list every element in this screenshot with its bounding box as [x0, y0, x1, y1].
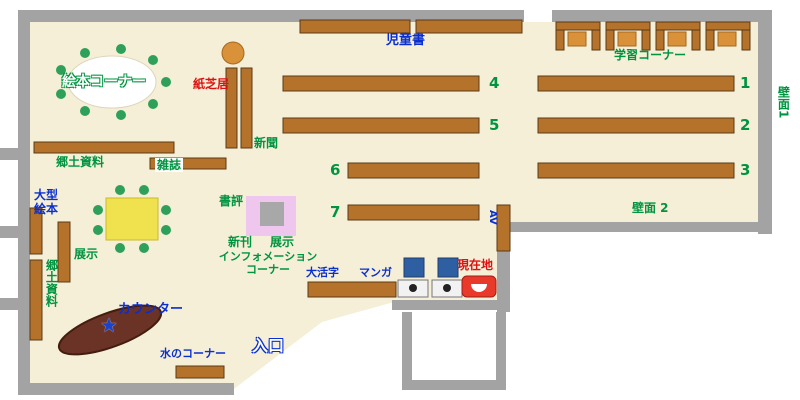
exhibit-shelf — [57, 221, 71, 283]
children-books-shelf — [299, 19, 411, 34]
stool-icon — [56, 89, 66, 99]
chair-icon — [161, 225, 171, 235]
newspaper-shelf — [225, 67, 238, 149]
picture-book-corner-table — [56, 44, 171, 120]
shelf-3 — [537, 162, 735, 179]
kamishibai-table — [221, 41, 245, 65]
reading-table — [93, 185, 171, 253]
carrel-seat — [717, 31, 737, 47]
newspaper-shelf — [240, 67, 253, 149]
chair-icon — [93, 225, 103, 235]
chair-icon — [139, 243, 149, 253]
shelf-5 — [282, 117, 480, 134]
water-corner-shelf — [175, 365, 225, 379]
stool-icon — [161, 77, 171, 87]
stool-icon — [148, 99, 158, 109]
walls — [0, 10, 772, 395]
current-location-marker — [461, 275, 497, 298]
stool-icon — [116, 44, 126, 54]
chair-icon — [139, 185, 149, 195]
chair-icon — [161, 205, 171, 215]
magazines-shelf — [149, 157, 227, 170]
large-picture-books-shelf — [29, 207, 43, 255]
children-books-shelf — [415, 19, 523, 34]
local-materials-shelf — [33, 141, 175, 154]
chair-icon — [93, 205, 103, 215]
opac-screen — [403, 257, 425, 278]
shelf-1 — [537, 75, 735, 92]
service-counter — [57, 304, 163, 356]
chair-icon — [115, 243, 125, 253]
local-materials-side-shelf — [29, 259, 43, 341]
shelf-7 — [347, 204, 480, 221]
display-case — [246, 196, 296, 236]
opac-screen — [437, 257, 459, 278]
av-shelf — [496, 204, 511, 252]
stool-icon — [148, 55, 158, 65]
shelf-2 — [537, 117, 735, 134]
carrel-seat — [667, 31, 687, 47]
large-print-manga-shelf — [307, 281, 397, 298]
stool-icon — [116, 110, 126, 120]
stool-icon — [56, 65, 66, 75]
chair-icon — [115, 185, 125, 195]
opac-terminals — [397, 257, 463, 298]
bookshelves — [29, 19, 735, 379]
study-carrels — [555, 21, 751, 51]
shelf-6 — [347, 162, 480, 179]
carrel-seat — [617, 31, 637, 47]
stool-icon — [80, 106, 90, 116]
carrel-seat — [567, 31, 587, 47]
shelf-4 — [282, 75, 480, 92]
stool-icon — [80, 48, 90, 58]
